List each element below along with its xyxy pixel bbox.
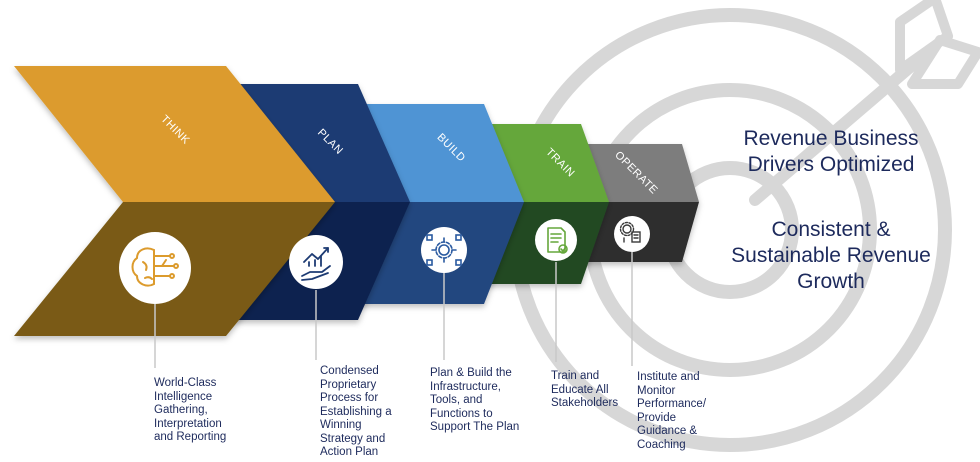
- checklist-document-icon: [535, 219, 577, 261]
- headline-revenue-drivers: Revenue Business Drivers Optimized: [743, 127, 919, 176]
- target-arrow-icon: [508, 0, 980, 452]
- brain-circuit-icon: [119, 232, 191, 304]
- gear-network-icon: [421, 227, 467, 273]
- operate-top-band: [578, 144, 699, 202]
- growth-chart-hand-icon: [289, 235, 343, 289]
- train-description: Train and Educate All Stakeholders: [551, 370, 619, 409]
- build-description: Plan & Build the Infrastructure, Tools, …: [430, 367, 520, 433]
- think-top-band: [14, 66, 335, 202]
- think-description: World-Class Intelligence Gathering, Inte…: [154, 377, 227, 443]
- operate-description: Institute and Monitor Performance/ Provi…: [637, 371, 707, 451]
- gear-report-icon: [614, 216, 650, 252]
- plan-description: Condensed Proprietary Process for Establ…: [320, 365, 392, 458]
- headline-revenue-growth: Consistent & Sustainable Revenue Growth: [731, 218, 931, 293]
